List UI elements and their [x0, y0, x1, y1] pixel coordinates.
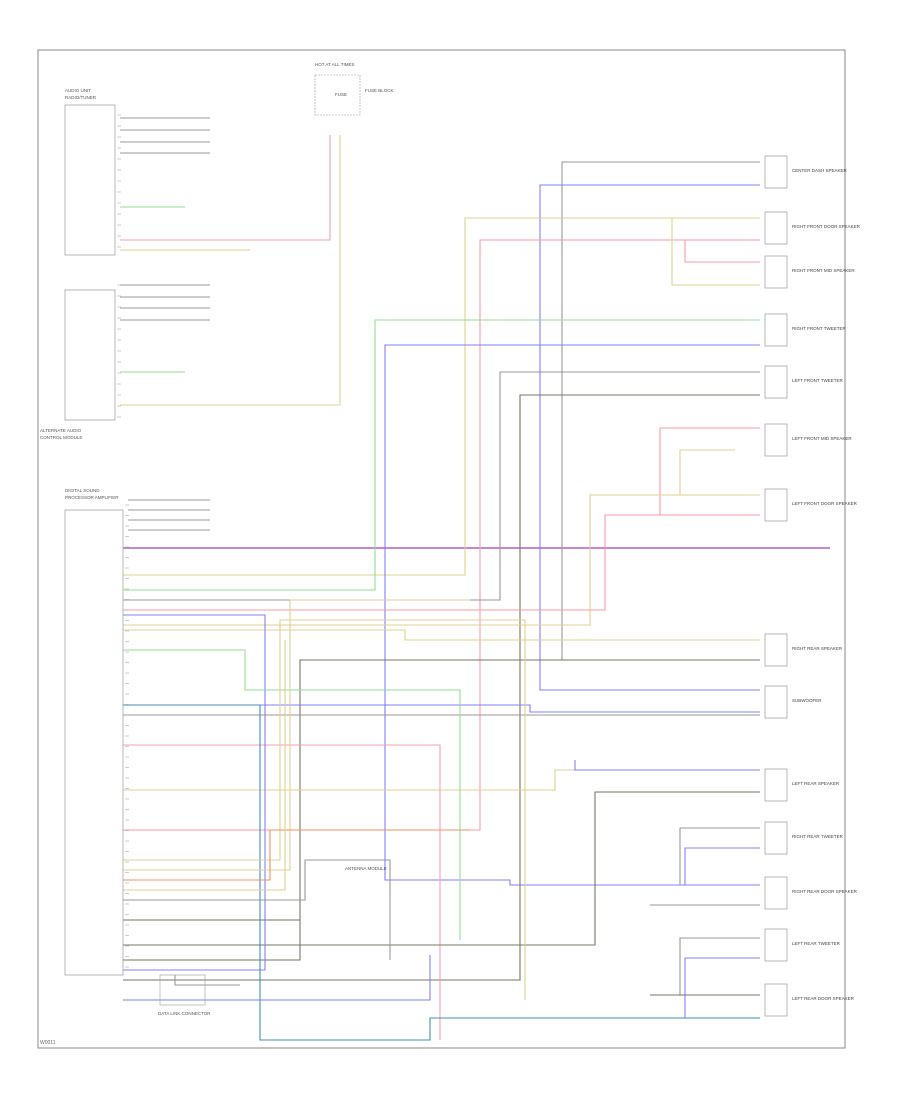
wire-tan	[123, 217, 760, 576]
wire-tan	[123, 494, 760, 626]
wire-gray	[123, 371, 760, 601]
speaker-connector: RIGHT FRONT TWEETER	[764, 313, 847, 347]
wire-red	[659, 427, 760, 516]
speaker-label: LEFT FRONT DOOR SPEAKER	[792, 501, 858, 506]
speaker-connector: LEFT REAR TWEETER	[764, 928, 841, 962]
speaker-label: LEFT FRONT MID SPEAKER	[792, 436, 852, 441]
speaker-connector: LEFT REAR SPEAKER	[764, 768, 840, 802]
wire-teal	[123, 704, 760, 1041]
alternate-audio-module: ALTERNATE AUDIO CONTROL MODULE	[40, 289, 116, 440]
speaker-connector: RIGHT REAR SPEAKER	[764, 633, 843, 667]
wire-gray	[561, 161, 760, 661]
diagram-frame	[37, 49, 846, 1049]
speaker-label: RIGHT FRONT TWEETER	[792, 326, 847, 331]
wire-blue	[684, 847, 760, 885]
wire-gray	[679, 937, 760, 995]
wire-tan	[671, 218, 760, 286]
wire-blue	[684, 957, 760, 1019]
wire-orange	[123, 829, 470, 881]
wire-green	[123, 649, 461, 940]
alt-audio-label: ALTERNATE AUDIO	[40, 428, 82, 433]
speaker-connector: CENTER DASH SPEAKER	[764, 155, 848, 189]
speaker-connector: SUBWOOFER	[764, 685, 822, 719]
wire-gray	[120, 284, 210, 321]
antenna-label: ANTENNA MODULE	[345, 866, 387, 871]
wire-pink	[123, 744, 441, 1040]
speaker-connector: RIGHT REAR DOOR SPEAKER	[764, 876, 858, 910]
fuse-label: FUSE	[335, 92, 347, 97]
wire-blue	[123, 955, 431, 1001]
right-component-labels: CENTER DASH SPEAKER RIGHT FRONT DOOR SPEA…	[764, 155, 861, 1017]
wire-red	[123, 239, 760, 831]
audio-unit-label: AUDIO UNIT	[65, 88, 91, 93]
alt-audio-sub: CONTROL MODULE	[40, 435, 82, 440]
wire-tan	[123, 640, 286, 891]
speaker-connector: LEFT REAR DOOR SPEAKER	[764, 983, 855, 1017]
audio-unit: AUDIO UNIT RADIO/TUNER	[64, 88, 116, 256]
speaker-label: LEFT FRONT TWEETER	[792, 378, 844, 383]
wire-blue	[123, 614, 266, 971]
wire-gray	[123, 859, 391, 960]
wire-tan	[679, 449, 760, 496]
wire-blue	[574, 760, 760, 771]
sound-processor-amplifier: DIGITAL SOUND PROCESSOR AMPLIFIER	[64, 488, 124, 976]
wire-gray	[120, 117, 210, 154]
fuse-block: HOT AT ALL TIMES FUSE FUSE BLOCK	[314, 62, 394, 116]
wire-dark	[123, 659, 760, 961]
speaker-label: RIGHT REAR TWEETER	[792, 834, 844, 839]
wire-pink	[120, 135, 331, 241]
speaker-label: LEFT REAR SPEAKER	[792, 781, 840, 786]
speaker-connector: RIGHT FRONT MID SPEAKER	[764, 255, 855, 289]
wire-blue	[539, 184, 760, 691]
amp-label: DIGITAL SOUND	[65, 488, 100, 493]
speaker-label: RIGHT REAR SPEAKER	[792, 646, 843, 651]
wire-gray	[174, 975, 240, 986]
wire-tan	[123, 619, 526, 1000]
audio-unit-sub: RADIO/TUNER	[65, 95, 97, 100]
speaker-label: LEFT REAR DOOR SPEAKER	[792, 996, 855, 1001]
data-link-connector: DATA LINK CONNECTOR ANTENNA MODULE	[158, 866, 387, 1016]
wire-blue	[384, 344, 760, 886]
speaker-label: RIGHT FRONT MID SPEAKER	[792, 268, 855, 273]
speaker-connector: RIGHT FRONT DOOR SPEAKER	[764, 211, 861, 245]
wire-green	[123, 319, 760, 591]
fuse-block-label: FUSE BLOCK	[365, 88, 394, 93]
wire-red	[684, 240, 760, 263]
wire-tan	[123, 769, 760, 791]
wire-tan	[120, 135, 341, 406]
wire-tan	[123, 629, 760, 641]
wire-gray	[128, 499, 210, 531]
diagram-code: W0011	[40, 1040, 56, 1046]
speaker-label: RIGHT REAR DOOR SPEAKER	[792, 889, 858, 894]
wire-dark	[123, 394, 760, 981]
amp-sub: PROCESSOR AMPLIFIER	[65, 495, 119, 500]
wire-dark	[123, 791, 760, 946]
speaker-connector: LEFT FRONT DOOR SPEAKER	[764, 488, 858, 522]
wire-red	[123, 514, 760, 611]
wire-gray	[679, 827, 760, 885]
speaker-connector: LEFT FRONT TWEETER	[764, 365, 844, 399]
fuse-block-title: HOT AT ALL TIMES	[315, 62, 355, 67]
data-link-label: DATA LINK CONNECTOR	[158, 1011, 211, 1016]
speaker-connector: RIGHT REAR TWEETER	[764, 821, 844, 855]
speaker-connector: LEFT FRONT MID SPEAKER	[764, 423, 852, 457]
speaker-label: CENTER DASH SPEAKER	[792, 168, 848, 173]
speaker-label: LEFT REAR TWEETER	[792, 941, 841, 946]
wires	[117, 114, 830, 1041]
wire-blue	[123, 704, 760, 713]
speaker-label: SUBWOOFER	[792, 698, 822, 703]
speaker-label: RIGHT FRONT DOOR SPEAKER	[792, 224, 861, 229]
wire-tan	[123, 599, 470, 871]
